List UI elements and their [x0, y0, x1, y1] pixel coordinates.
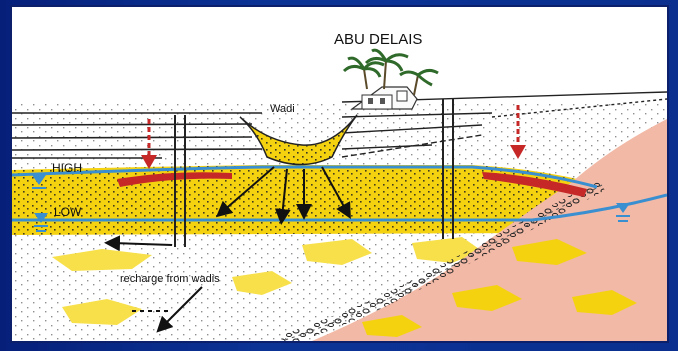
diagram-title: ABU DELAIS: [334, 31, 422, 48]
low-label: LOW: [54, 205, 82, 219]
diagram-frame: ABU DELAIS Wadi HIGH LOW recharge from w…: [10, 5, 669, 343]
hydrogeology-cross-section: ABU DELAIS Wadi HIGH LOW recharge from w…: [12, 7, 667, 341]
palm-tree-1: [344, 58, 384, 89]
village-illustration: [352, 87, 417, 109]
discharge-label: recharge from wadis: [120, 273, 220, 285]
wadi-label: Wadi: [270, 103, 295, 115]
high-label: HIGH: [52, 161, 82, 175]
